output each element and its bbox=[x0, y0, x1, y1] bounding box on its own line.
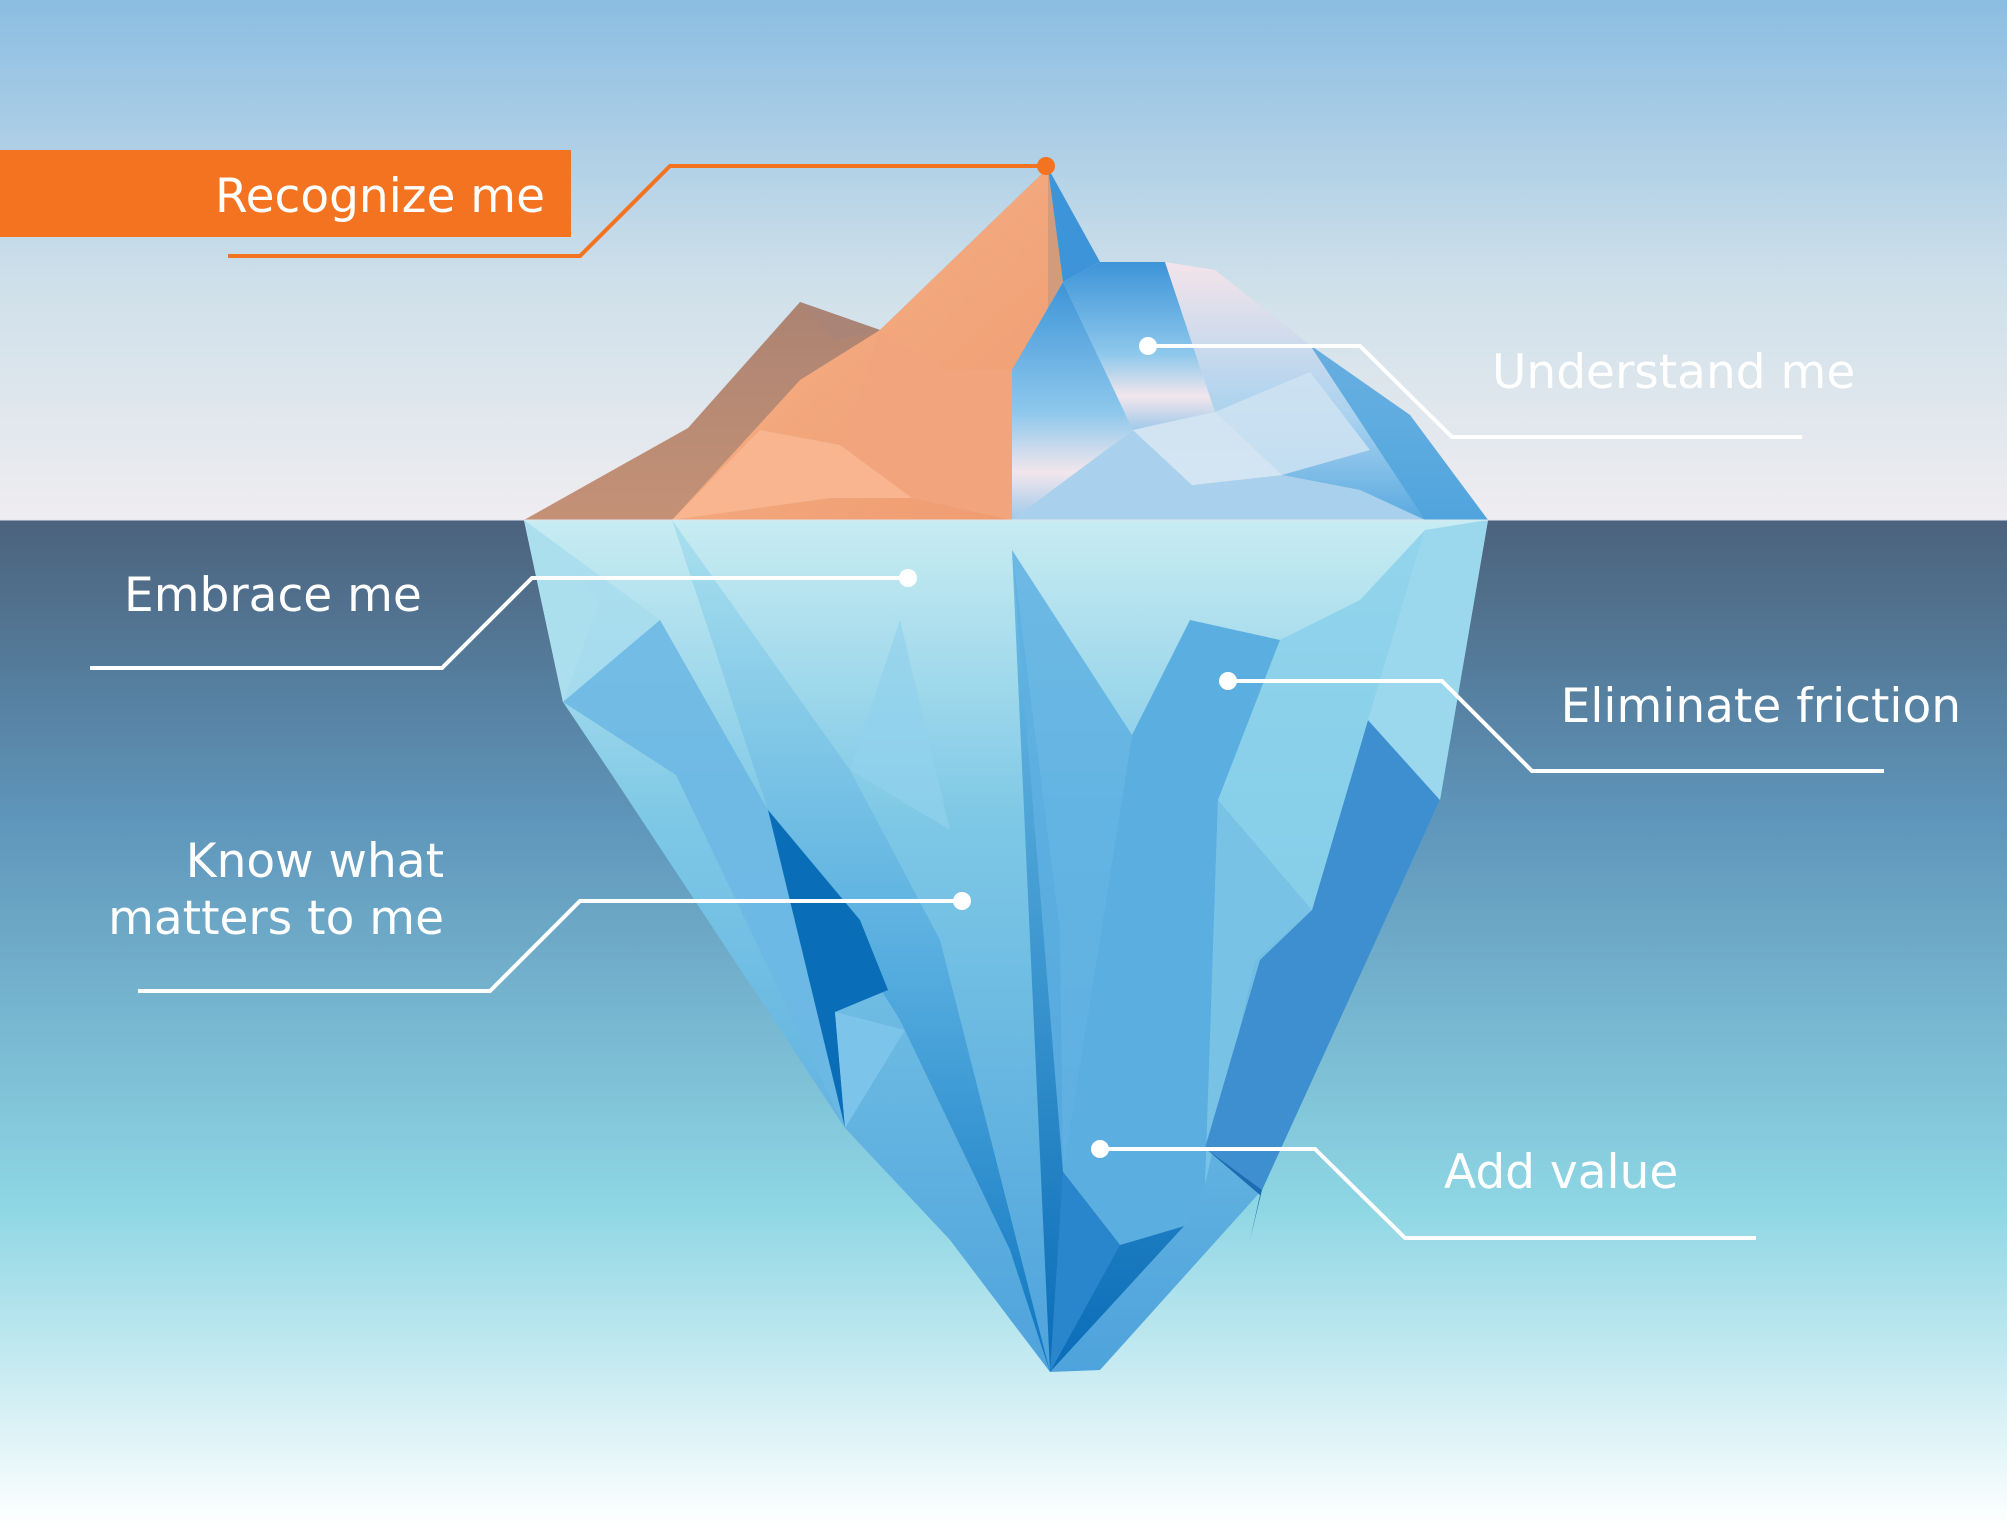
callout-line-understand bbox=[1148, 344, 1802, 439]
callout-line-know bbox=[138, 899, 962, 993]
callout-dot-know bbox=[953, 892, 971, 910]
callout-dot-add-value bbox=[1091, 1140, 1109, 1158]
label-know-what-line2: matters to me bbox=[108, 891, 444, 946]
callout-line-add-value bbox=[1100, 1147, 1756, 1240]
callout-line-embrace bbox=[90, 576, 908, 670]
callout-dot-eliminate bbox=[1219, 672, 1237, 690]
label-know-what-line1: Know what bbox=[186, 834, 444, 889]
horizon bbox=[0, 519, 2007, 521]
label-recognize-me: Recognize me bbox=[215, 169, 545, 224]
callout-line-eliminate bbox=[1228, 679, 1884, 773]
callout-line-recognize bbox=[228, 164, 1046, 258]
label-embrace-me: Embrace me bbox=[124, 568, 422, 623]
label-add-value: Add value bbox=[1444, 1145, 1678, 1200]
iceberg-underwater bbox=[524, 520, 1488, 1372]
label-understand-me: Understand me bbox=[1492, 345, 1855, 400]
callout-dot-understand bbox=[1139, 337, 1157, 355]
callout-dot-embrace bbox=[899, 569, 917, 587]
callout-dot-recognize bbox=[1037, 157, 1055, 175]
recognize-me-banner bbox=[0, 150, 571, 237]
callout-lines bbox=[90, 164, 1884, 1240]
label-eliminate-friction: Eliminate friction bbox=[1561, 679, 1961, 734]
